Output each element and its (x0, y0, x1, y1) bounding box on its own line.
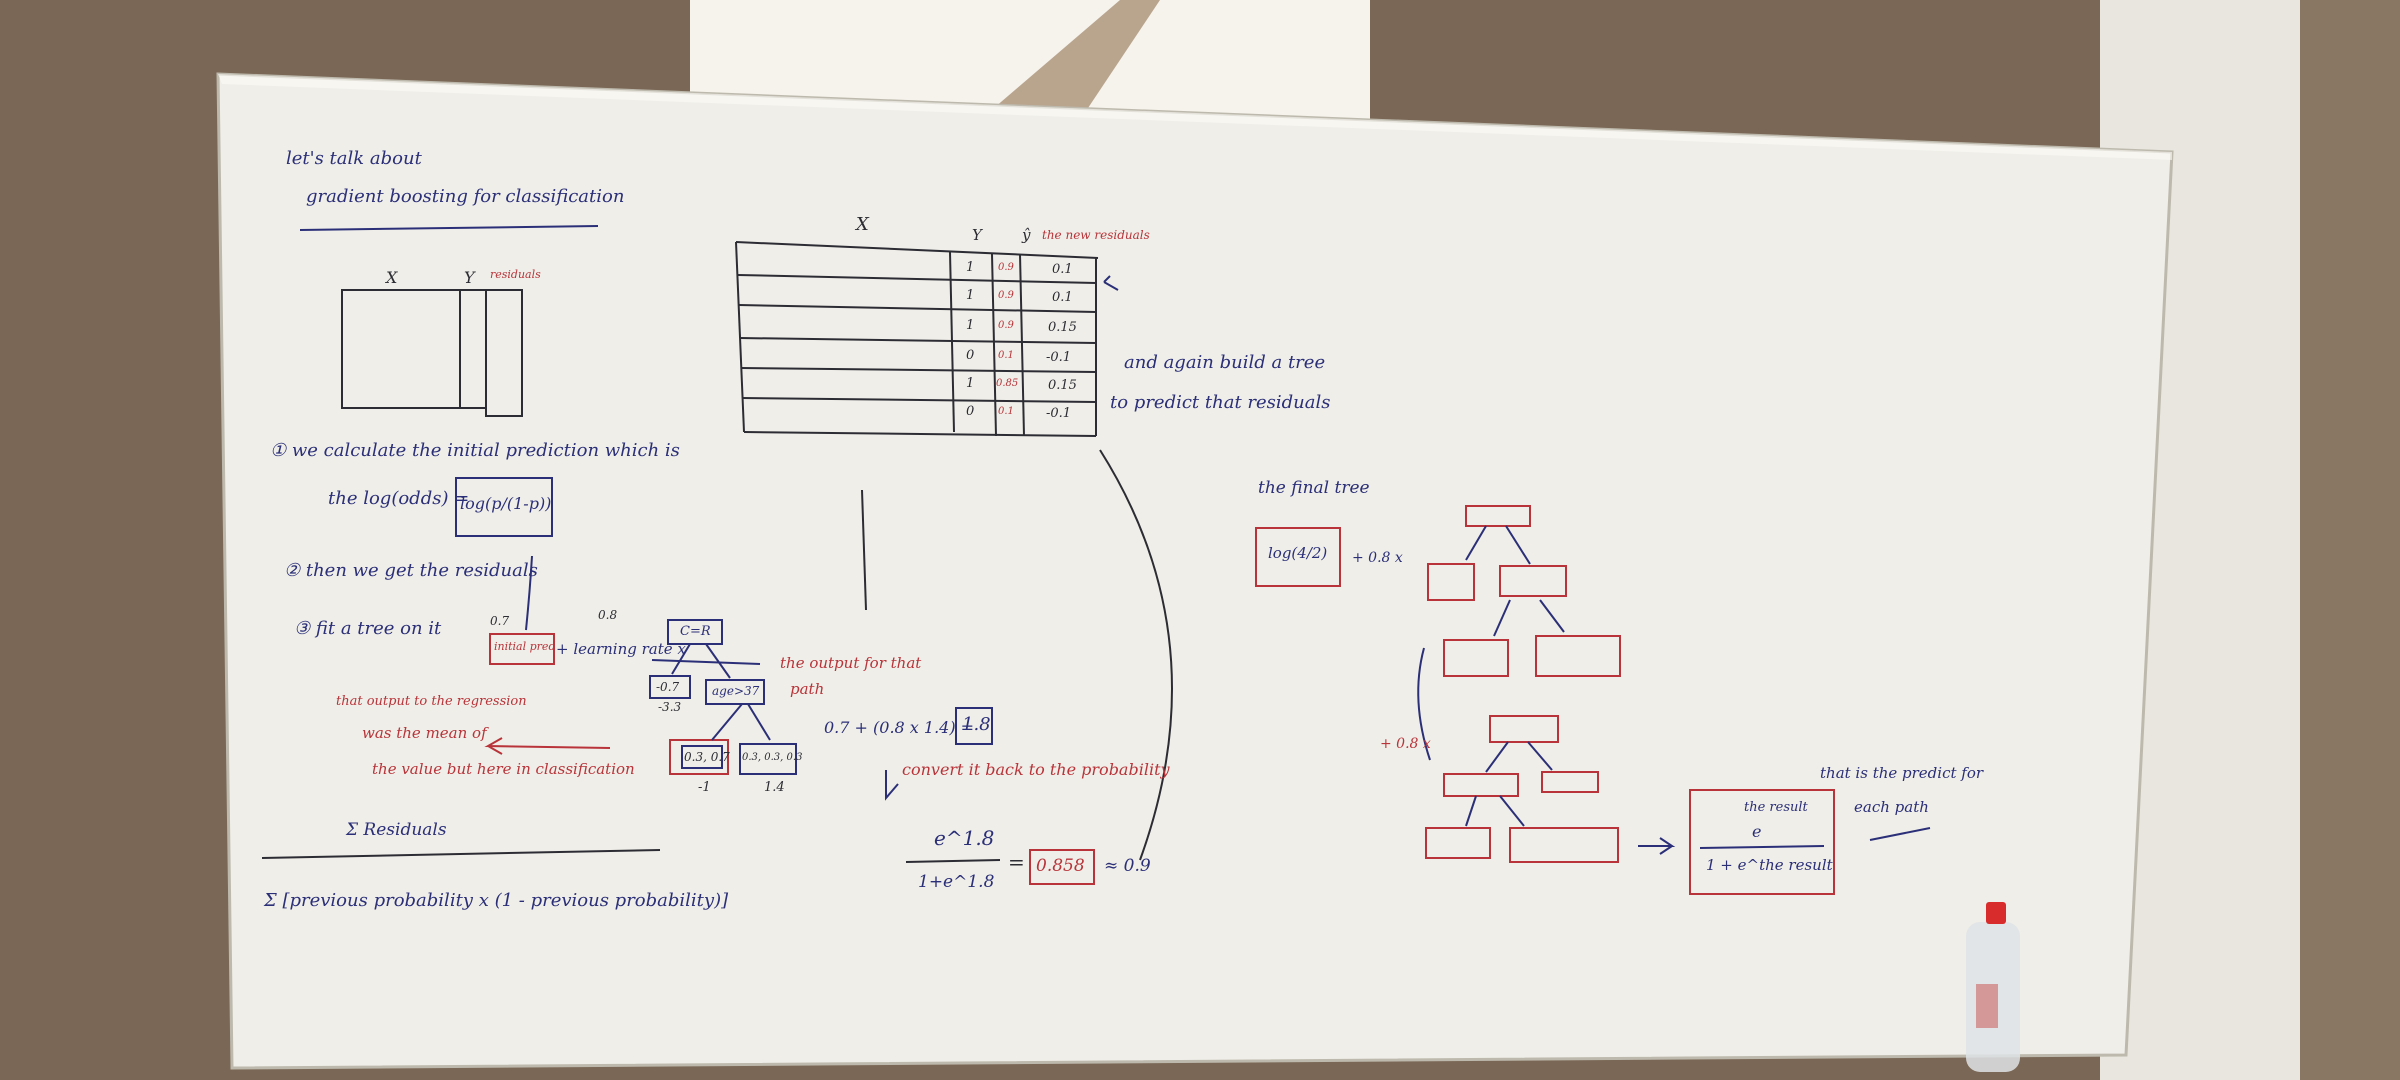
row-residual: 0.15 (1048, 320, 1077, 335)
build-tree-line1: and again build a tree (1124, 352, 1326, 373)
output-note-line1: the output for that (780, 654, 922, 672)
step3-text: ③ fit a tree on it (294, 618, 442, 639)
tree-leaf1: 0.3, 0.7 (684, 750, 730, 764)
mid-table-col-new-residuals: the new residuals (1042, 228, 1150, 242)
denominator: Σ [previous probability x (1 - previous … (264, 890, 729, 911)
table-row: 1 0.85 0.15 (954, 372, 1096, 400)
exp-denominator: 1+e^1.8 (918, 872, 995, 892)
prob-result: 0.858 (1036, 856, 1085, 876)
left-table-col-y: Y (464, 268, 475, 287)
row-residual: -0.1 (1046, 406, 1072, 421)
intro-line1: let's talk about (286, 148, 422, 169)
exp-numerator: e^1.8 (934, 826, 995, 850)
intro-line2: gradient boosting for classification (306, 186, 625, 207)
window-frame (980, 0, 1160, 120)
row-yhat: 0.1 (998, 350, 1014, 361)
logodds-box-text: log(p/(1-p)) (460, 494, 552, 513)
build-tree-line2: to predict that residuals (1110, 392, 1331, 413)
row-y: 0 (966, 404, 975, 419)
row-residual: 0.1 (1052, 290, 1073, 305)
row-yhat: 0.9 (998, 320, 1014, 331)
tree-leaf2: 0.3, 0.3, 0.3 (742, 752, 803, 763)
tree-left: -0.7 (656, 680, 680, 694)
equals-sign: = (1008, 850, 1025, 874)
calc-expr: 0.7 + (0.8 x 1.4) = (824, 718, 975, 737)
sigmoid-bottom: 1 + e^the result (1706, 856, 1833, 874)
row-y: 1 (966, 260, 975, 275)
convert-note: convert it back to the probability (902, 760, 1170, 779)
mid-table-col-x: X (856, 214, 869, 235)
left-table-col-x: X (386, 268, 398, 287)
row-yhat: 0.9 (998, 262, 1014, 273)
row-y: 0 (966, 348, 975, 363)
leaf-value2: 1.4 (764, 780, 785, 795)
mid-table-col-yhat: ŷ (1022, 226, 1031, 244)
middle-table (735, 241, 1099, 437)
step3-tree (489, 555, 797, 775)
step1-text: ① we calculate the initial prediction wh… (270, 440, 680, 461)
table-row: 1 0.9 0.1 (954, 256, 1096, 284)
row-y: 1 (966, 376, 975, 391)
table-row: 1 0.9 0.15 (954, 314, 1096, 342)
table-row: 0 0.1 -0.1 (954, 344, 1096, 372)
learning-rate-text: + learning rate x (556, 640, 686, 658)
tree-root: C=R (680, 624, 711, 639)
tree-right: age>37 (712, 684, 760, 698)
mid-table-col-y: Y (972, 226, 982, 244)
prob-approx: ≈ 0.9 (1104, 856, 1151, 876)
row-residual: -0.1 (1046, 350, 1072, 365)
sigmoid-e: e (1752, 822, 1762, 841)
row-y: 1 (966, 288, 975, 303)
output-note-line2: path (790, 680, 825, 698)
calc-result: 1.8 (962, 714, 991, 735)
step2-text: ② then we get the residuals (284, 560, 538, 581)
left-table-col-residuals: residuals (490, 268, 541, 281)
sigmoid-note-line1: that is the predict for (1820, 764, 1984, 782)
final-log-box: log(4/2) (1268, 544, 1328, 562)
row-residual: 0.15 (1048, 378, 1077, 393)
final-tree-label: the final tree (1258, 478, 1370, 498)
red-note-line1: that output to the regression (336, 694, 527, 709)
row-y: 1 (966, 318, 975, 333)
row-yhat: 0.1 (998, 406, 1014, 417)
lr-value: 0.8 (598, 608, 618, 622)
left-table (341, 289, 523, 417)
step1-formula: the log(odds) = (328, 488, 470, 509)
sigmoid-top: the result (1744, 800, 1808, 815)
row-yhat: 0.85 (996, 378, 1019, 389)
sigmoid-note-line2: each path (1854, 798, 1929, 816)
final-lr: + 0.8 x (1352, 550, 1403, 566)
final-tree (1255, 505, 1835, 895)
table-row: 0 0.1 -0.1 (954, 400, 1096, 428)
table-row: 1 0.9 0.1 (954, 284, 1096, 312)
row-yhat: 0.9 (998, 290, 1014, 301)
leaf-value1: -1 (698, 780, 711, 795)
water-bottle (1966, 902, 2020, 1072)
row-residual: 0.1 (1052, 262, 1073, 277)
initial-box-text: initial pred (494, 640, 556, 653)
tree-left-value: -3.3 (658, 700, 682, 714)
sum-residuals: Σ Residuals (346, 820, 447, 840)
red-note-line2: was the mean of (362, 724, 487, 742)
logodds-box (455, 477, 553, 537)
final-lr2: + 0.8 x (1380, 736, 1431, 752)
initial-label: 0.7 (490, 614, 510, 628)
red-note-line3: the value but here in classification (372, 760, 635, 778)
